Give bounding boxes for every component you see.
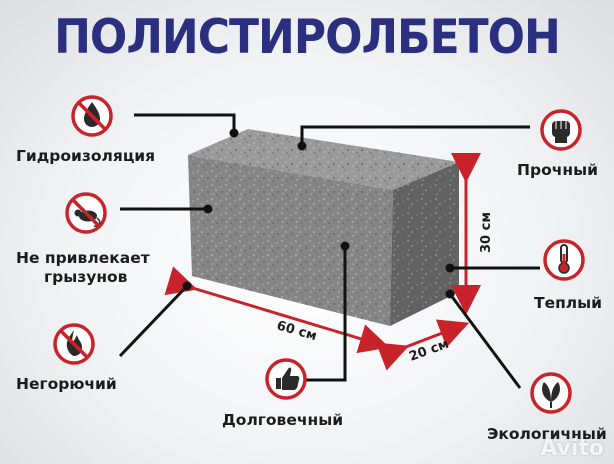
leaf-icon xyxy=(530,372,572,414)
label-rodents-line2: грызунов xyxy=(44,268,128,286)
leader-lines xyxy=(118,113,540,389)
label-warm: Теплый xyxy=(534,294,603,312)
width-arrow xyxy=(375,319,470,371)
no-rodents-icon xyxy=(65,192,107,234)
no-water-icon xyxy=(71,95,113,137)
no-fire-icon xyxy=(53,323,95,365)
label-rodents-line1: Не привлекает xyxy=(16,249,150,267)
label-eco: Экологичный xyxy=(487,425,607,443)
height-label: 30 см xyxy=(479,212,494,253)
label-waterproof: Гидроизоляция xyxy=(16,147,156,165)
thermometer-icon xyxy=(543,239,585,281)
label-strong: Прочный xyxy=(517,161,598,179)
fist-icon xyxy=(540,109,582,151)
label-durable: Долговечный xyxy=(222,411,344,429)
width-label: 20 см xyxy=(407,337,451,365)
avito-watermark: Avito xyxy=(540,436,604,461)
thumbs-up-icon xyxy=(265,358,307,400)
leader-dots xyxy=(182,128,455,299)
concrete-block xyxy=(188,129,459,326)
page-title: ПОЛИСТИРОЛБЕТОН xyxy=(54,9,561,66)
length-label: 60 см xyxy=(275,318,319,344)
label-fireproof: Негорючий xyxy=(16,375,117,393)
